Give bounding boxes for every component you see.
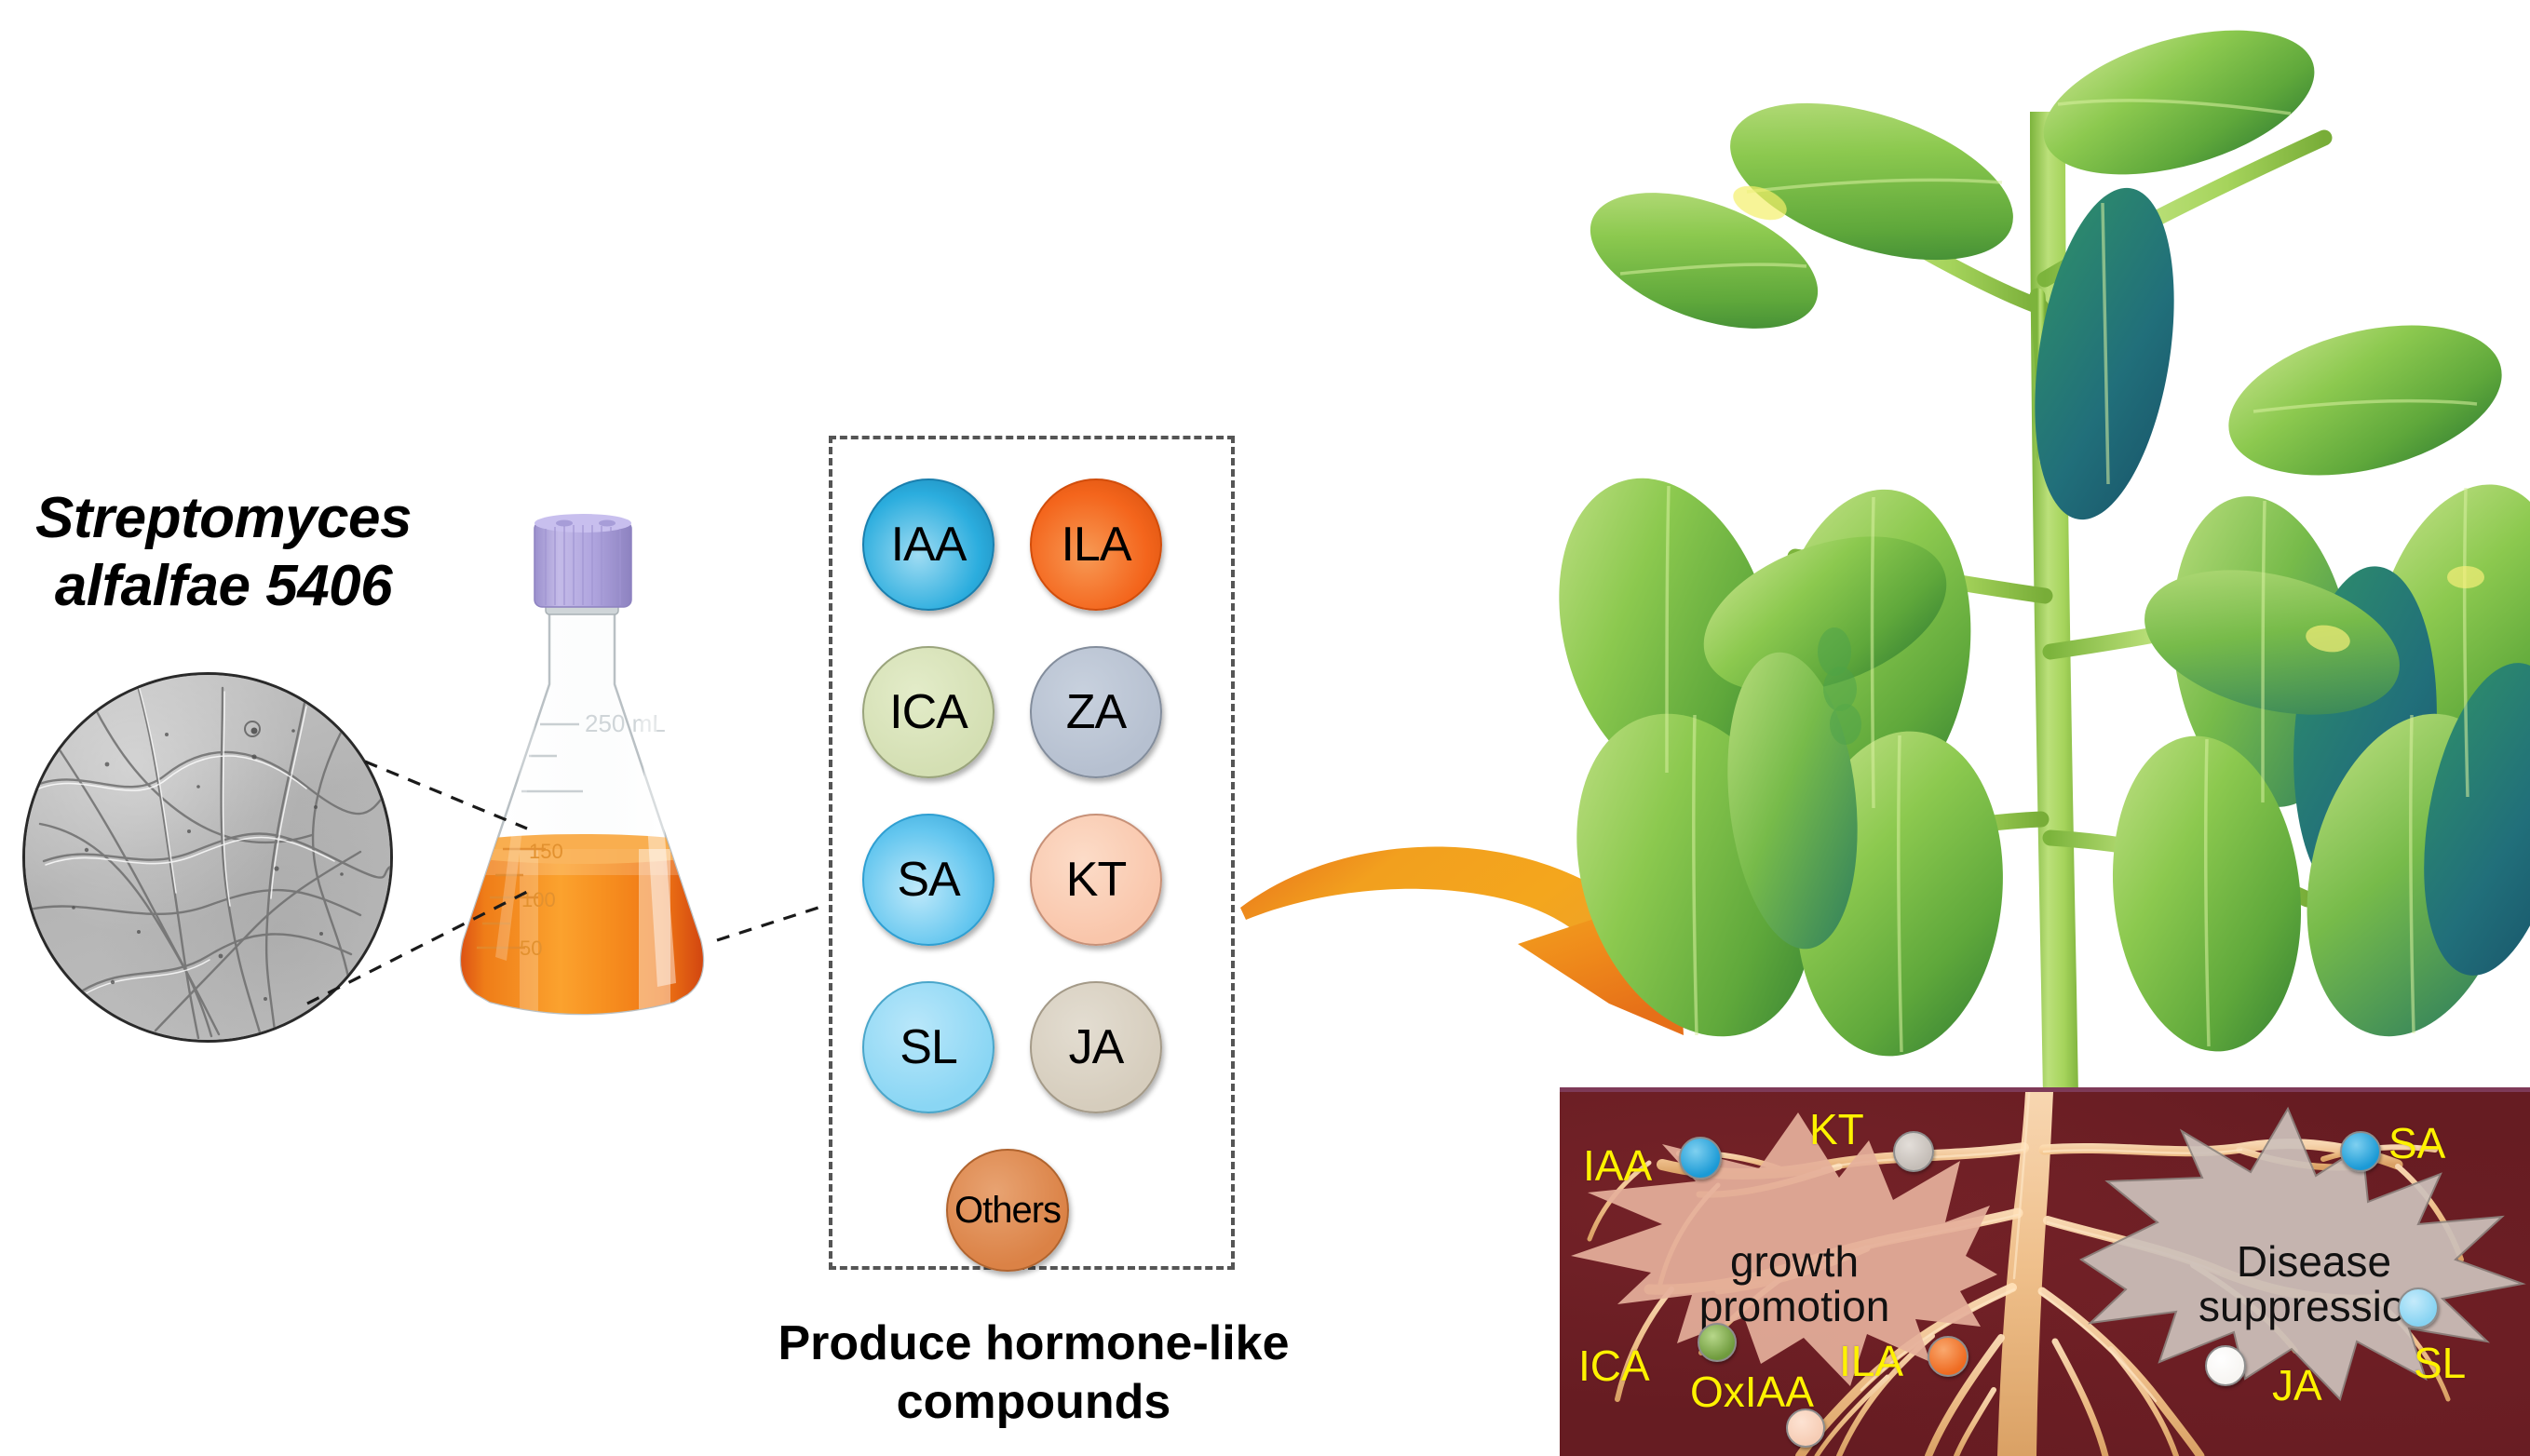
flask-cap	[534, 514, 632, 608]
soil-dot-ja	[2205, 1345, 2246, 1386]
plant-leaves	[1559, 30, 2530, 1057]
compound-bubble-label: SA	[897, 853, 960, 907]
soil-dot-iaa	[1679, 1137, 1722, 1180]
soil-dot-kt	[1893, 1131, 1934, 1172]
flask-graduations	[521, 722, 583, 793]
plant-chlorosis-spots	[1733, 185, 2484, 745]
flask-volume-mark: 250 mL	[585, 709, 666, 737]
hormone-compound-panel: IAA ILA ICA ZA SA KT SL JA Others	[829, 436, 1235, 1272]
compound-bubble-sa[interactable]: SA	[862, 814, 994, 946]
disease-suppression-label: Disease suppression	[2198, 1237, 2430, 1331]
soil-label-ja: JA	[2272, 1361, 2322, 1409]
soil-dot-sa	[2340, 1131, 2381, 1172]
panel-caption-line2: compounds	[896, 1375, 1171, 1430]
soil-label-kt: KT	[1809, 1105, 1864, 1153]
compound-bubble-others[interactable]: Others	[946, 1149, 1069, 1272]
soil-label-sa: SA	[2388, 1119, 2446, 1167]
soil-dot-sl	[2398, 1287, 2439, 1328]
flask-grad-100: 100	[521, 888, 556, 911]
soil-label-ica: ICA	[1578, 1341, 1650, 1390]
flask-grad-150: 150	[529, 840, 563, 863]
soil-label-ila: ILA	[1839, 1337, 1904, 1385]
soil-dot-ica	[1698, 1323, 1737, 1362]
culture-flask: 250 mL 150 100 50	[410, 503, 754, 1061]
compound-bubble-sl[interactable]: SL	[862, 981, 994, 1113]
panel-caption: Produce hormone-like compounds	[736, 1314, 1332, 1433]
growth-promotion-label: growth promotion	[1698, 1237, 1890, 1331]
soil-label-sl: SL	[2414, 1339, 2467, 1387]
growth-promotion-burst	[1571, 1112, 1997, 1386]
plant-leaf-veins	[1619, 99, 2478, 1053]
compound-bubble-label: ILA	[1061, 518, 1131, 572]
compound-bubble-ila[interactable]: ILA	[1030, 479, 1162, 611]
compound-bubble-label: ZA	[1065, 685, 1127, 739]
compound-bubble-label: KT	[1065, 853, 1127, 907]
organism-name: Streptomyces alfalfae 5406	[28, 484, 419, 620]
compound-bubble-iaa[interactable]: IAA	[862, 479, 994, 611]
hyphae-filaments	[27, 681, 390, 1040]
compound-bubble-za[interactable]: ZA	[1030, 646, 1162, 778]
compound-bubble-kt[interactable]: KT	[1030, 814, 1162, 946]
streptomyces-hyphae-micrograph	[22, 672, 393, 1043]
compound-bubble-ja[interactable]: JA	[1030, 981, 1162, 1113]
compound-bubble-label: JA	[1068, 1020, 1125, 1074]
soil-label-iaa: IAA	[1583, 1141, 1653, 1190]
soil-rhizosphere: growth promotion Disease suppression IAA…	[1560, 1087, 2530, 1456]
organism-name-line1: Streptomyces	[34, 486, 413, 550]
soil-dot-ila	[1928, 1336, 1969, 1377]
tomato-seedling	[1559, 30, 2530, 1322]
flask-grad-50: 50	[520, 937, 542, 960]
arrow-shaft	[1240, 846, 1659, 970]
compound-bubble-label: ICA	[889, 685, 968, 739]
soil-label-oxiaa: OxIAA	[1690, 1368, 1814, 1416]
compound-bubble-ica[interactable]: ICA	[862, 646, 994, 778]
compound-bubble-label: Others	[954, 1189, 1062, 1231]
organism-name-line2: alfalfae 5406	[54, 554, 393, 619]
soil-dot-oxiaa	[1786, 1409, 1825, 1448]
compound-bubble-label: SL	[900, 1020, 958, 1074]
compound-bubble-label: IAA	[890, 518, 967, 572]
panel-caption-line1: Produce hormone-like	[778, 1316, 1290, 1370]
